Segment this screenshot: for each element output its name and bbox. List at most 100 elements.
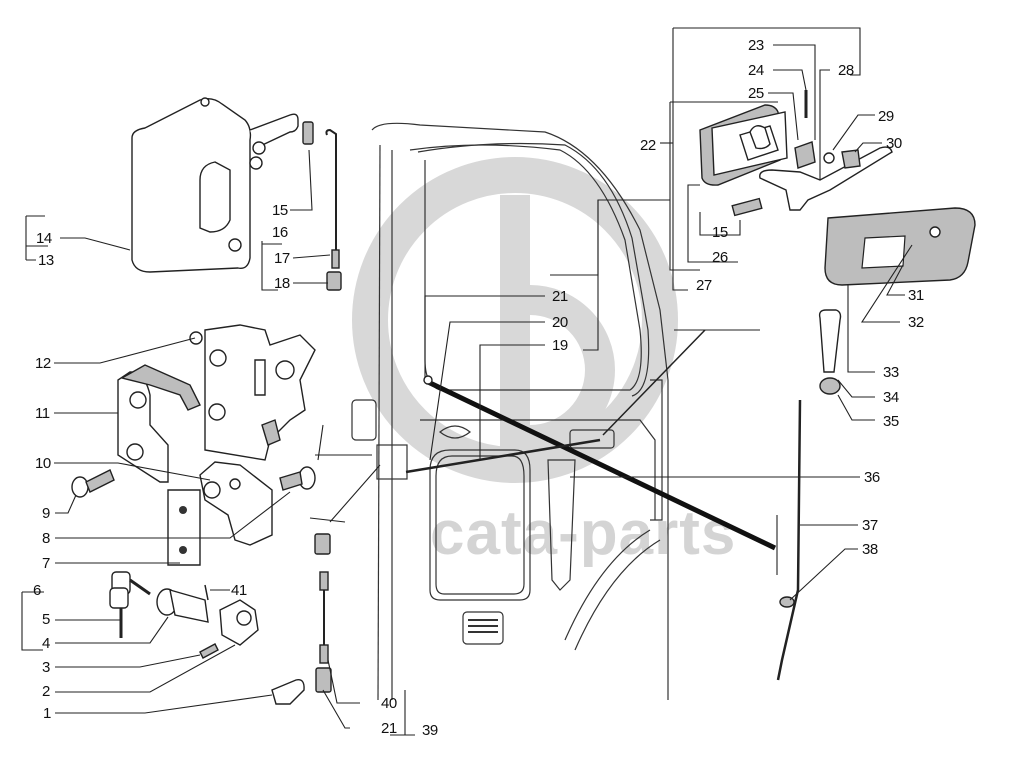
bracket-13-14 [25, 215, 48, 261]
door-cutout [429, 449, 531, 601]
label-7: 7 [42, 555, 50, 572]
bracket-6 [21, 591, 44, 651]
cable-19 [405, 438, 601, 474]
label-26: 26 [712, 249, 728, 266]
label-11: 11 [35, 405, 50, 422]
clip-15 [302, 121, 314, 145]
door-curve [564, 529, 651, 641]
label-30: 30 [886, 135, 902, 152]
pointer-rod [309, 464, 381, 523]
leader-9 [55, 494, 77, 514]
outside-handle [131, 97, 299, 273]
grommet-35 [819, 377, 841, 395]
bushing-18 [326, 271, 342, 291]
mech-pivot [275, 360, 295, 380]
label-35: 35 [883, 413, 899, 430]
label-39: 39 [422, 722, 438, 739]
door-edge-left [377, 144, 381, 701]
leader-14 [60, 237, 131, 251]
handle-pivot-1 [252, 141, 266, 155]
grille-slots [468, 619, 498, 633]
label-15a: 15 [272, 202, 288, 219]
leader-21-bracket [550, 199, 670, 276]
label-37: 37 [862, 517, 878, 534]
spring-25 [794, 141, 816, 169]
door-bracket [547, 459, 576, 591]
leader-29 [832, 114, 875, 151]
leader-4 [55, 616, 169, 644]
cylinder-housing-2 [219, 599, 259, 646]
label-13: 13 [38, 252, 54, 269]
label-36: 36 [864, 469, 880, 486]
lock-cylinder-4 [156, 588, 209, 623]
door-inner-panel-top [420, 419, 656, 520]
label-34: 34 [883, 389, 899, 406]
leader-3 [55, 654, 201, 668]
lock-rod-36 [426, 379, 777, 551]
label-14: 14 [36, 230, 52, 247]
bolt-thread [279, 471, 303, 491]
label-10: 10 [35, 455, 51, 472]
mech-slot [254, 359, 266, 396]
cylinder-body [169, 589, 209, 623]
rod-spring-top [319, 571, 329, 591]
mech-hole-2 [208, 403, 226, 421]
housing-bore [236, 610, 252, 626]
leader-33 [847, 285, 875, 373]
bracket-16 [261, 241, 282, 291]
label-15b: 15 [712, 224, 728, 241]
pointer-to-pocket [602, 329, 706, 436]
window-frame-outer [417, 142, 650, 397]
screw-head [71, 476, 89, 498]
door-edge-right [650, 379, 663, 521]
label-19: 19 [552, 337, 568, 354]
label-25: 25 [748, 85, 764, 102]
speaker-grille [462, 611, 504, 645]
handle-grip [199, 161, 231, 233]
label-18: 18 [274, 275, 290, 292]
washer-29 [823, 152, 835, 164]
handle-bolt [228, 238, 242, 252]
rod-knob-end [423, 375, 433, 385]
striker-plate-8 [199, 461, 273, 546]
leader-17 [292, 254, 331, 259]
inner-handle-pocket [569, 429, 615, 449]
label-32: 32 [908, 314, 924, 331]
bushing-21-top [314, 533, 331, 555]
screw-9 [71, 469, 115, 498]
door-curve-2 [574, 539, 661, 651]
leader-26 [687, 184, 738, 263]
leader-1 [55, 694, 273, 714]
leader-30 [854, 142, 882, 153]
bracket-39 [390, 690, 415, 736]
label-22: 22 [640, 137, 656, 154]
bolt-8 [279, 466, 316, 491]
label-21a: 21 [552, 288, 568, 305]
leader-lines [21, 27, 913, 736]
label-8: 8 [42, 530, 50, 547]
label-41: 41 [231, 582, 247, 599]
leader-12 [54, 337, 196, 364]
label-38: 38 [862, 541, 878, 558]
bezel-screw-hole [929, 226, 941, 238]
lock-assembly [117, 324, 316, 483]
bracket-27-top [673, 27, 861, 76]
label-16: 16 [272, 224, 288, 241]
label-31: 31 [908, 287, 924, 304]
bezel-opening [861, 235, 906, 269]
label-9: 9 [42, 505, 50, 522]
lock-knob-34 [818, 309, 842, 373]
hinge [351, 399, 377, 441]
leader-19 [479, 344, 545, 460]
watermark-text: cata-parts [430, 499, 737, 568]
mech-spring [261, 419, 281, 446]
label-17: 17 [274, 250, 290, 267]
key-blade-2 [129, 578, 151, 596]
striker-block-7 [167, 489, 201, 566]
leader-31 [886, 264, 905, 296]
screw-30 [841, 149, 861, 169]
pointer-lock [315, 424, 372, 461]
leader-15a [290, 149, 313, 211]
